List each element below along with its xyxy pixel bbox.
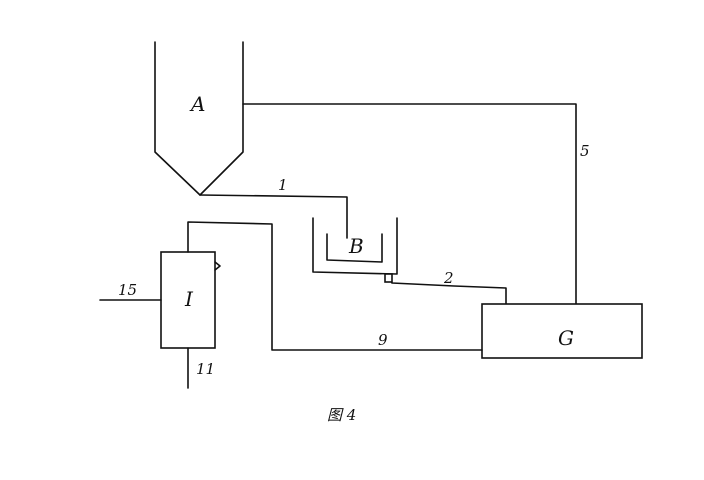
stream-1-line bbox=[199, 194, 348, 239]
unit-g-box bbox=[481, 303, 643, 359]
stream-11-label: 11 bbox=[196, 360, 215, 378]
stream-5-line bbox=[242, 103, 577, 305]
stream-9-line bbox=[187, 221, 483, 351]
unit-i-outlet-arrow bbox=[214, 261, 221, 271]
stream-2-label: 2 bbox=[443, 269, 454, 287]
vessel-a-outline bbox=[154, 41, 244, 196]
stream-1-label: 1 bbox=[278, 176, 288, 194]
vessel-a-label: A bbox=[189, 92, 205, 116]
tray-b-outer bbox=[312, 217, 398, 275]
figure-caption: 图 4 bbox=[327, 406, 356, 424]
outlet-valve bbox=[384, 273, 393, 283]
tank-b-label: B bbox=[348, 234, 364, 258]
stream-15-label: 15 bbox=[118, 281, 137, 299]
stream-5-label: 5 bbox=[580, 142, 590, 160]
unit-g-label: G bbox=[558, 326, 574, 350]
stream-9-label: 9 bbox=[378, 331, 388, 349]
unit-i-label: I bbox=[184, 287, 194, 311]
tray-b-inner bbox=[326, 233, 383, 263]
